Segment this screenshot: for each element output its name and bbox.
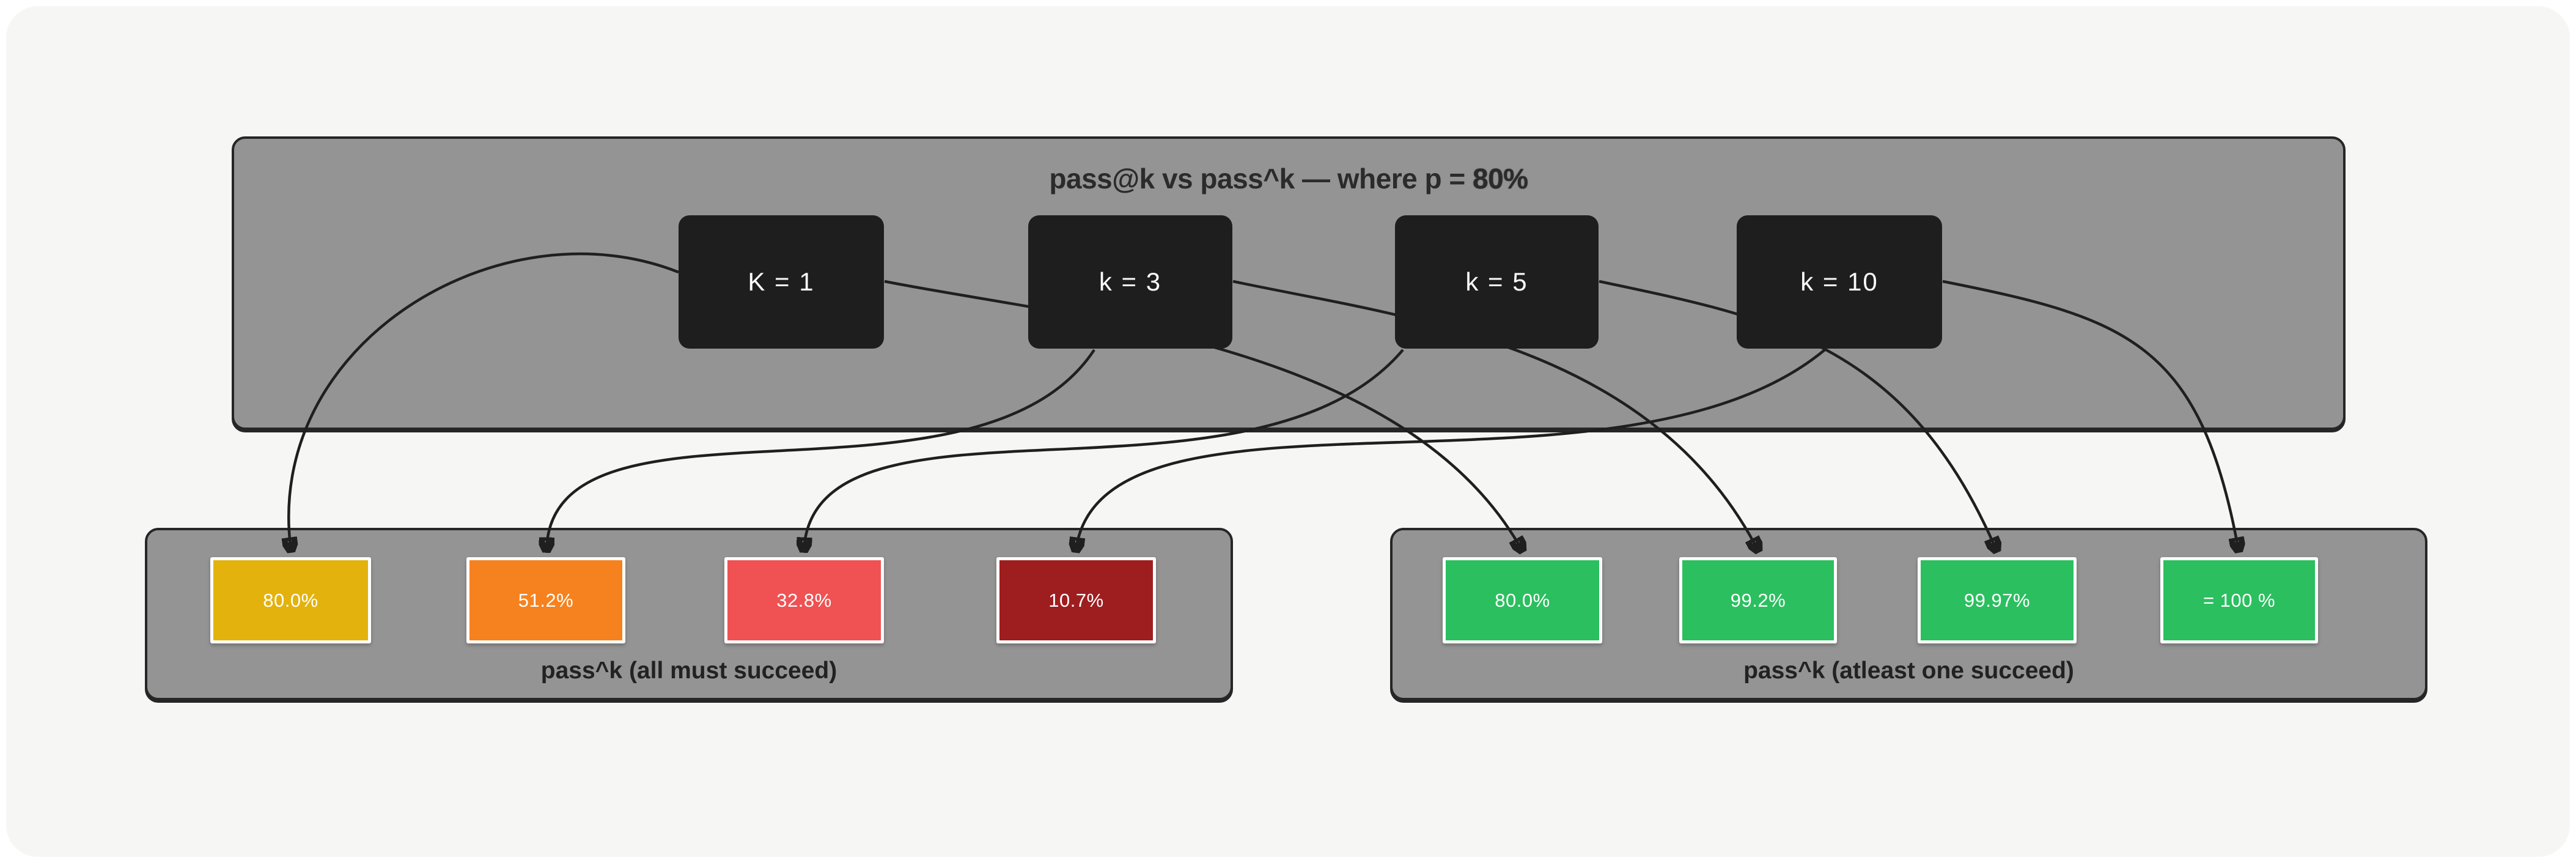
pass-any-value-k3: 99.2% bbox=[1679, 557, 1837, 643]
node-k1-label: K = 1 bbox=[748, 267, 815, 296]
node-k3: k = 3 bbox=[1028, 215, 1232, 349]
pass-any-value-k1: 80.0% bbox=[1443, 557, 1602, 643]
pass-all-value-k1: 80.0% bbox=[210, 557, 371, 643]
diagram-title: pass@k vs pass^k — where p = 80% bbox=[234, 165, 2343, 193]
title-prefix: pass@k vs pass^k — where p = bbox=[1049, 163, 1473, 194]
node-k5: k = 5 bbox=[1395, 215, 1599, 349]
title-emphasis: 80% bbox=[1473, 163, 1528, 194]
pass-all-caption: pass^k (all must succeed) bbox=[540, 657, 837, 684]
pass-any-value-k10: = 100 % bbox=[2160, 557, 2318, 643]
node-k10-label: k = 10 bbox=[1800, 267, 1879, 296]
node-k3-label: k = 3 bbox=[1098, 267, 1162, 296]
panel-k-values: pass@k vs pass^k — where p = 80% bbox=[232, 136, 2346, 430]
pass-any-caption: pass^k (atleast one succeed) bbox=[1743, 657, 2074, 684]
pass-any-value-k5: 99.97% bbox=[1918, 557, 2077, 643]
pass-all-value-k3: 51.2% bbox=[466, 557, 625, 643]
pass-all-value-k10: 10.7% bbox=[996, 557, 1156, 643]
node-k10: k = 10 bbox=[1737, 215, 1942, 349]
background-sheet bbox=[6, 6, 2570, 857]
node-k5-label: k = 5 bbox=[1465, 267, 1528, 296]
pass-all-value-k5: 32.8% bbox=[724, 557, 884, 643]
node-k1: K = 1 bbox=[679, 215, 884, 349]
